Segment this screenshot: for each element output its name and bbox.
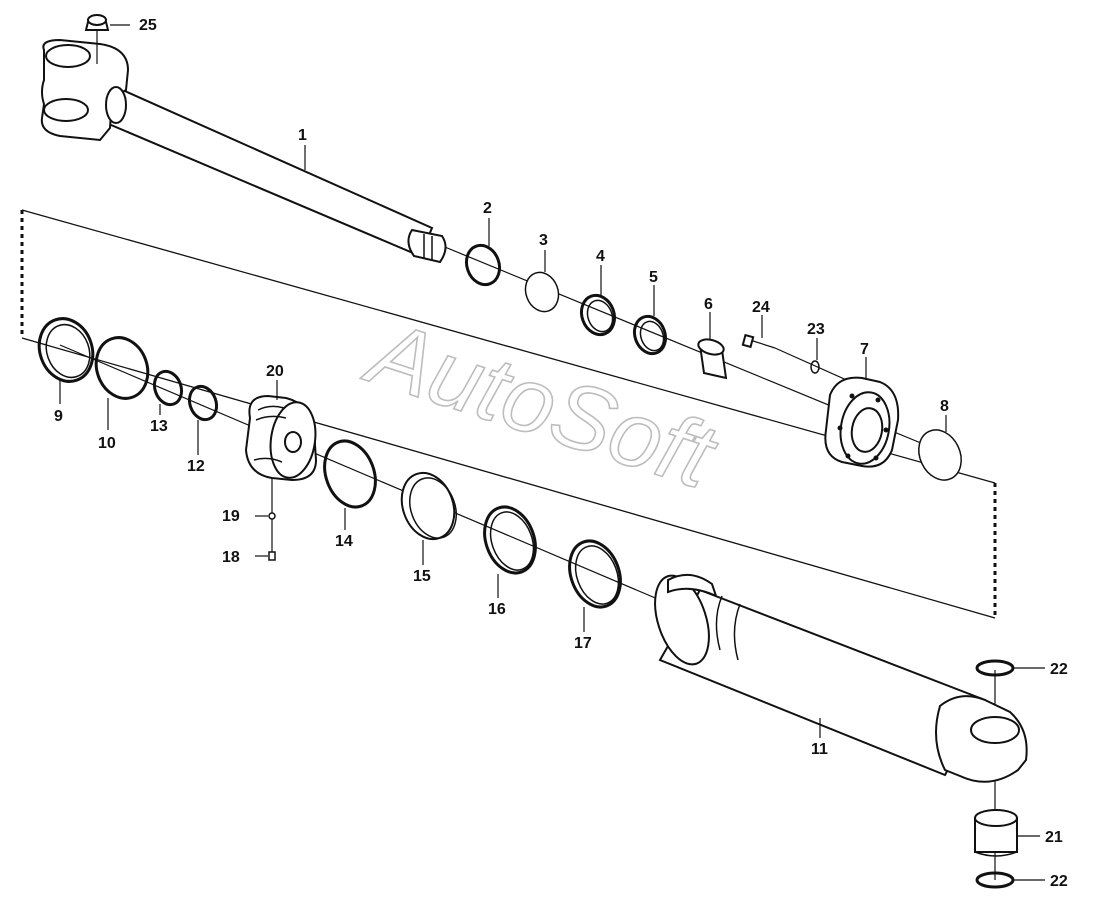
label-15: 15 [413,568,431,585]
label-9: 9 [54,408,63,425]
piston-axis-line [59,344,661,601]
label-14: 14 [335,533,353,550]
label-5: 5 [649,269,658,286]
guide-bushing [697,338,728,380]
label-22-top: 22 [1050,661,1068,678]
top-bushing-seal [975,659,1015,677]
piston-ring [323,439,377,509]
label-2: 2 [483,200,492,217]
label-8: 8 [940,398,949,415]
wiper-disc [524,271,560,313]
piston-seal-ring [37,317,95,383]
piston [244,394,318,482]
label-18: 18 [222,549,240,566]
leader-lines [59,24,1045,881]
retaining-ring [464,243,502,287]
label-3: 3 [539,232,548,249]
label-17: 17 [574,635,592,652]
label-25: 25 [139,17,157,34]
label-7: 7 [860,341,869,358]
o-ring [632,314,668,356]
backup-ring [94,336,150,400]
cylinder-head [824,376,900,468]
label-12: 12 [187,458,205,475]
label-16: 16 [488,601,506,618]
label-11: 11 [811,741,828,758]
cylinder-tube [654,573,1028,783]
label-23: 23 [807,321,825,338]
grease-nipple [84,14,110,64]
ball-and-screw [268,478,276,561]
label-20: 20 [266,363,284,380]
label-4: 4 [596,248,605,265]
inner-o-ring [152,369,184,407]
label-6: 6 [704,296,713,313]
bottom-bushing-seal [975,871,1015,889]
label-1: 1 [298,127,307,144]
seal-disc [918,429,962,481]
label-21: 21 [1045,829,1063,846]
label-22-bottom: 22 [1050,873,1068,890]
guide-ring [568,539,622,609]
piston-rod [40,38,447,264]
label-24: 24 [752,299,770,316]
seal-ring-large [483,505,537,575]
part-number-labels: 25 1 2 3 4 5 6 24 23 7 8 9 10 13 12 20 1… [54,17,1068,890]
pivot-bushing [974,809,1018,857]
label-19: 19 [222,508,240,525]
washer [810,360,820,374]
bolt [741,333,776,349]
wear-ring [400,471,457,541]
seal-ring [579,293,617,337]
label-10: 10 [98,435,116,452]
inner-backup-ring [187,384,219,422]
label-13: 13 [150,418,168,435]
